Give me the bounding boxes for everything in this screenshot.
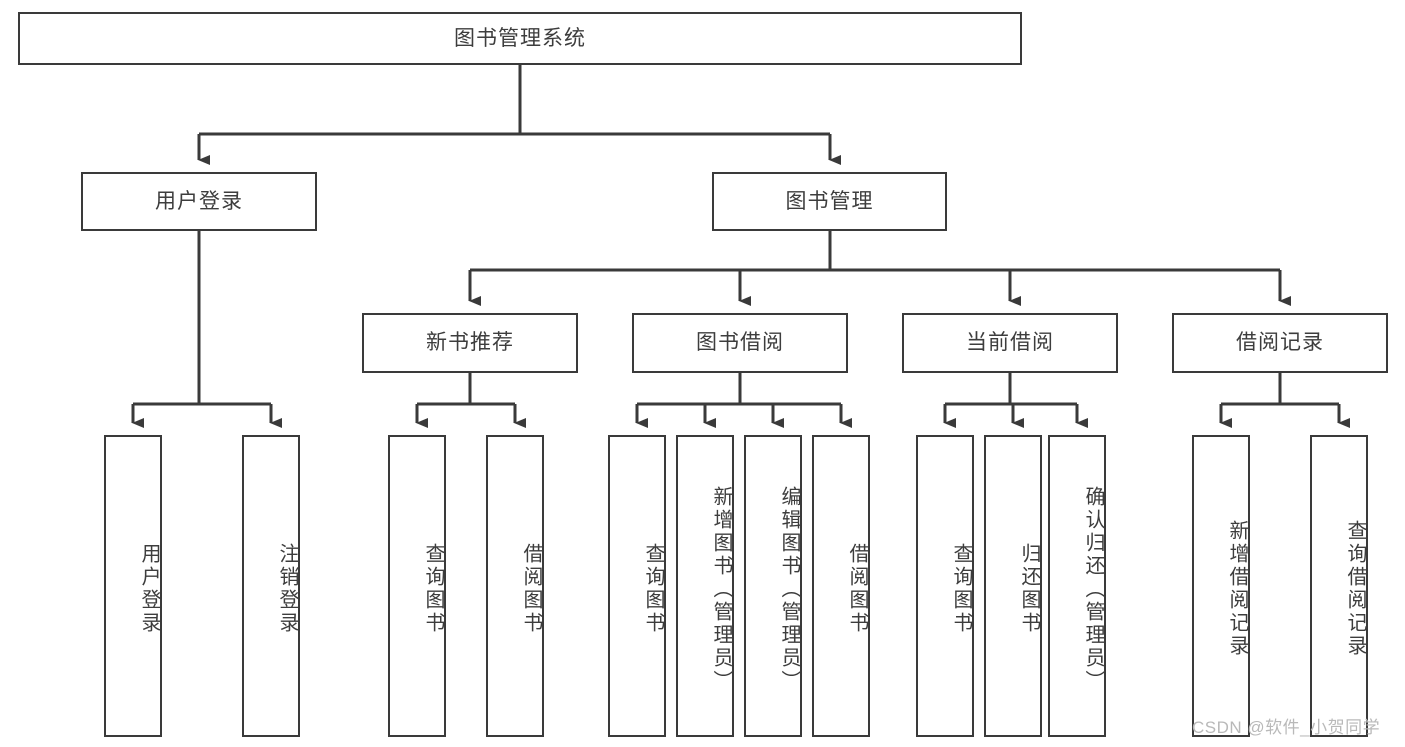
node-book-manage[interactable]: 图书管理: [712, 172, 947, 231]
node-leaf-add-book[interactable]: 新增图书（管理员）: [676, 435, 734, 737]
node-leaf-return-book[interactable]: 归还图书: [984, 435, 1042, 737]
node-leaf-logout[interactable]: 注销登录: [242, 435, 300, 737]
node-leaf-borrow-book-1-label: 借阅图书: [520, 543, 542, 635]
node-borrow-record[interactable]: 借阅记录: [1172, 313, 1388, 373]
node-leaf-user-login[interactable]: 用户登录: [104, 435, 162, 737]
node-leaf-add-record-label: 新增借阅记录: [1226, 520, 1248, 658]
node-leaf-logout-label: 注销登录: [276, 543, 298, 635]
node-leaf-query-book-2-label: 查询图书: [642, 543, 664, 635]
node-leaf-user-login-label: 用户登录: [138, 543, 160, 635]
node-new-book-rec-label: 新书推荐: [426, 331, 514, 355]
node-user-login-label: 用户登录: [155, 189, 243, 213]
node-book-manage-label: 图书管理: [785, 189, 874, 213]
node-leaf-confirm-return[interactable]: 确认归还（管理员）: [1048, 435, 1106, 737]
node-leaf-edit-book-label: 编辑图书（管理员）: [778, 485, 800, 693]
node-user-login[interactable]: 用户登录: [81, 172, 317, 231]
node-root[interactable]: 图书管理系统: [18, 12, 1022, 65]
node-current-borrow-label: 当前借阅: [966, 331, 1054, 355]
node-borrow-record-label: 借阅记录: [1236, 331, 1324, 355]
node-leaf-borrow-book-2-label: 借阅图书: [846, 543, 868, 635]
node-leaf-query-book-1[interactable]: 查询图书: [388, 435, 446, 737]
node-book-borrow[interactable]: 图书借阅: [632, 313, 848, 373]
node-leaf-query-book-3-label: 查询图书: [950, 543, 972, 635]
node-new-book-rec[interactable]: 新书推荐: [362, 313, 578, 373]
node-leaf-query-book-2[interactable]: 查询图书: [608, 435, 666, 737]
node-current-borrow[interactable]: 当前借阅: [902, 313, 1118, 373]
csdn-watermark: CSDN @软件_小贺同学: [1192, 718, 1381, 737]
node-leaf-return-book-label: 归还图书: [1018, 543, 1040, 635]
node-leaf-query-record-label: 查询借阅记录: [1344, 520, 1366, 658]
node-leaf-confirm-return-label: 确认归还（管理员）: [1082, 485, 1104, 693]
node-leaf-borrow-book-1[interactable]: 借阅图书: [486, 435, 544, 737]
node-leaf-add-record[interactable]: 新增借阅记录: [1192, 435, 1250, 737]
node-root-label: 图书管理系统: [454, 26, 586, 50]
node-leaf-query-record[interactable]: 查询借阅记录: [1310, 435, 1368, 737]
node-leaf-add-book-label: 新增图书（管理员）: [710, 485, 732, 693]
node-leaf-query-book-1-label: 查询图书: [422, 543, 444, 635]
node-book-borrow-label: 图书借阅: [696, 331, 784, 355]
node-leaf-borrow-book-2[interactable]: 借阅图书: [812, 435, 870, 737]
node-leaf-query-book-3[interactable]: 查询图书: [916, 435, 974, 737]
node-leaf-edit-book[interactable]: 编辑图书（管理员）: [744, 435, 802, 737]
